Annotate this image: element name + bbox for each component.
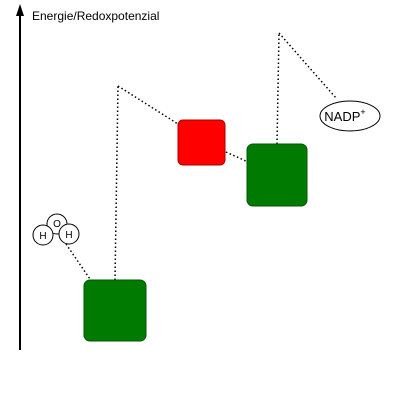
hydrogen-atom-left	[32, 224, 54, 246]
nadp-label-group: NADP+	[319, 100, 381, 132]
ps1-to-nadp-line	[278, 32, 337, 99]
electron-path-lines	[65, 32, 337, 283]
water-molecule: O H H	[32, 213, 80, 246]
photosystem-2-block	[83, 279, 147, 342]
ps2-excitation-line	[114, 85, 119, 281]
photosystem-1-block	[246, 143, 308, 207]
ps2-to-cytochrome-line	[117, 85, 179, 125]
energy-axis-label: Energie/Redoxpotenzial	[32, 9, 159, 23]
nadp-charge: +	[360, 107, 365, 117]
hydrogen-atom-right	[58, 223, 80, 245]
hydrogen-label-right: H	[65, 230, 72, 241]
hydrogen-label-left: H	[39, 231, 46, 242]
cytochrome-block	[177, 119, 226, 166]
nadp-text: NADP	[324, 109, 360, 124]
cytochrome-to-ps1-line	[225, 151, 249, 163]
water-to-ps2-line	[65, 243, 93, 283]
oxygen-label: O	[53, 219, 61, 230]
nadp-ellipse	[319, 100, 381, 132]
energy-axis-arrowhead	[16, 4, 24, 16]
nadp-label: NADP+	[324, 107, 365, 124]
ps1-excitation-line	[276, 32, 280, 145]
